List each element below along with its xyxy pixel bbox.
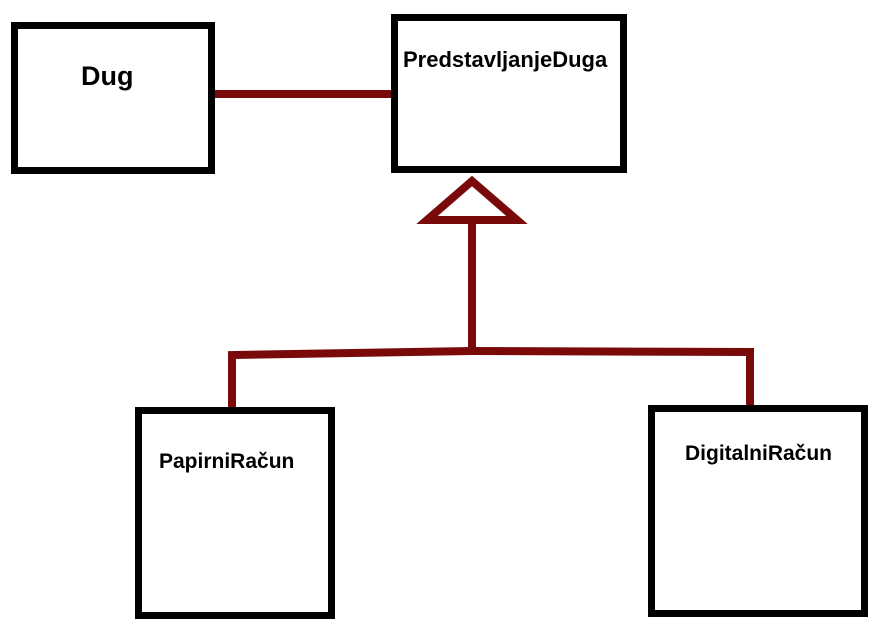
inheritance-arrowhead bbox=[416, 175, 528, 224]
class-box-predstavljanje-duga[interactable]: PredstavljanjeDuga bbox=[391, 14, 627, 173]
class-name-digitalni-racun: DigitalniRačun bbox=[685, 442, 833, 465]
class-name-dug: Dug bbox=[81, 61, 134, 91]
class-box-digitalni-racun[interactable]: DigitalniRačun bbox=[648, 405, 868, 617]
inheritance-branch bbox=[228, 346, 754, 413]
class-name-papirni-racun: PapirniRačun bbox=[159, 450, 295, 473]
class-box-dug[interactable]: Dug bbox=[11, 22, 215, 174]
class-name-predstavljanje-duga: PredstavljanjeDuga bbox=[403, 47, 608, 72]
class-box-papirni-racun[interactable]: PapirniRačun bbox=[135, 407, 335, 619]
